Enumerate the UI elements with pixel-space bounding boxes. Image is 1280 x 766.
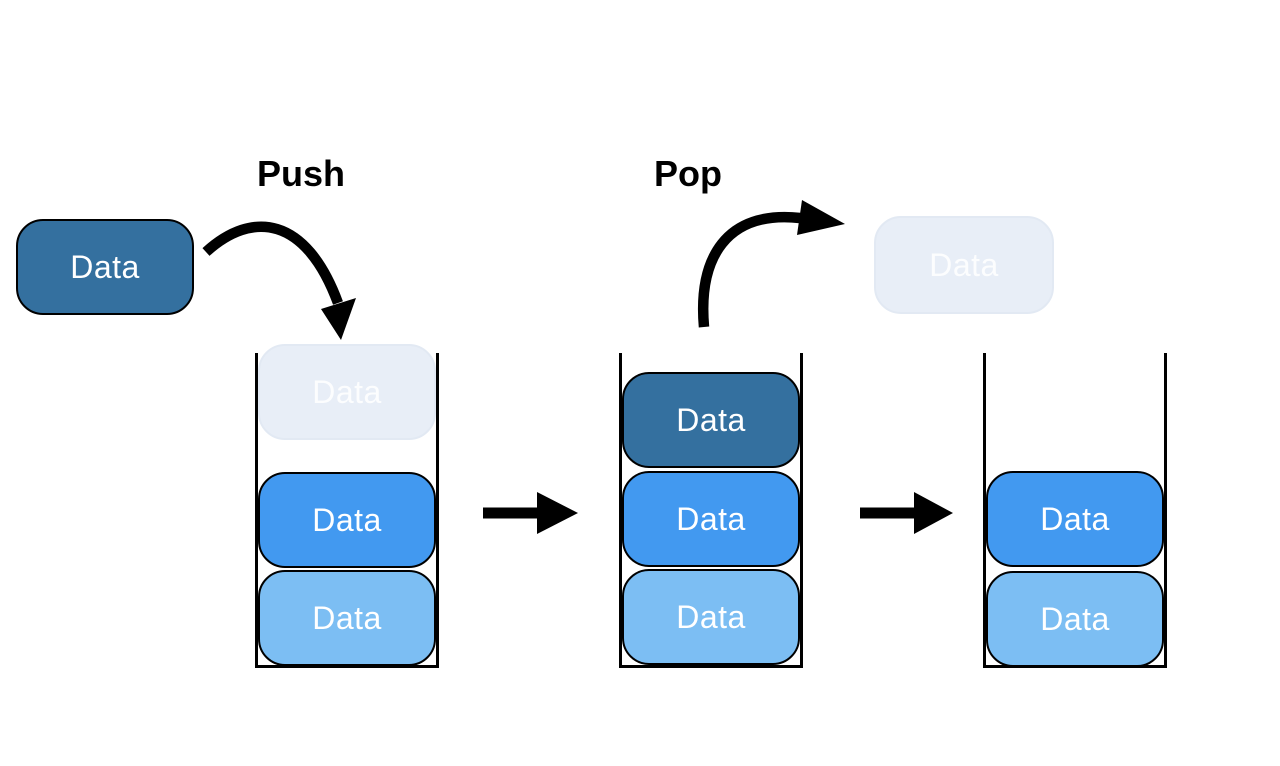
pop-label: Pop [654, 153, 722, 194]
data-box-top: Data [622, 372, 800, 468]
stack-container-2: Data Data Data [619, 353, 803, 668]
data-box: Data [622, 569, 800, 665]
push-label: Push [257, 153, 346, 194]
pop-target-data-box: Data [874, 216, 1054, 314]
push-arrow-icon [202, 221, 356, 340]
data-box: Data [986, 571, 1164, 667]
right-arrow-icon [483, 492, 578, 534]
stack-container-1: Data Data Data [255, 344, 439, 668]
data-box: Data [258, 472, 436, 568]
stack-container-3: Data Data [983, 353, 1167, 668]
data-box: Data [258, 570, 436, 666]
data-box-incoming: Data [258, 344, 436, 440]
data-box: Data [986, 471, 1164, 567]
data-box: Data [622, 471, 800, 567]
pop-arrow-icon [698, 200, 845, 328]
right-arrow-icon [860, 492, 953, 534]
push-source-data-box: Data [16, 219, 194, 315]
